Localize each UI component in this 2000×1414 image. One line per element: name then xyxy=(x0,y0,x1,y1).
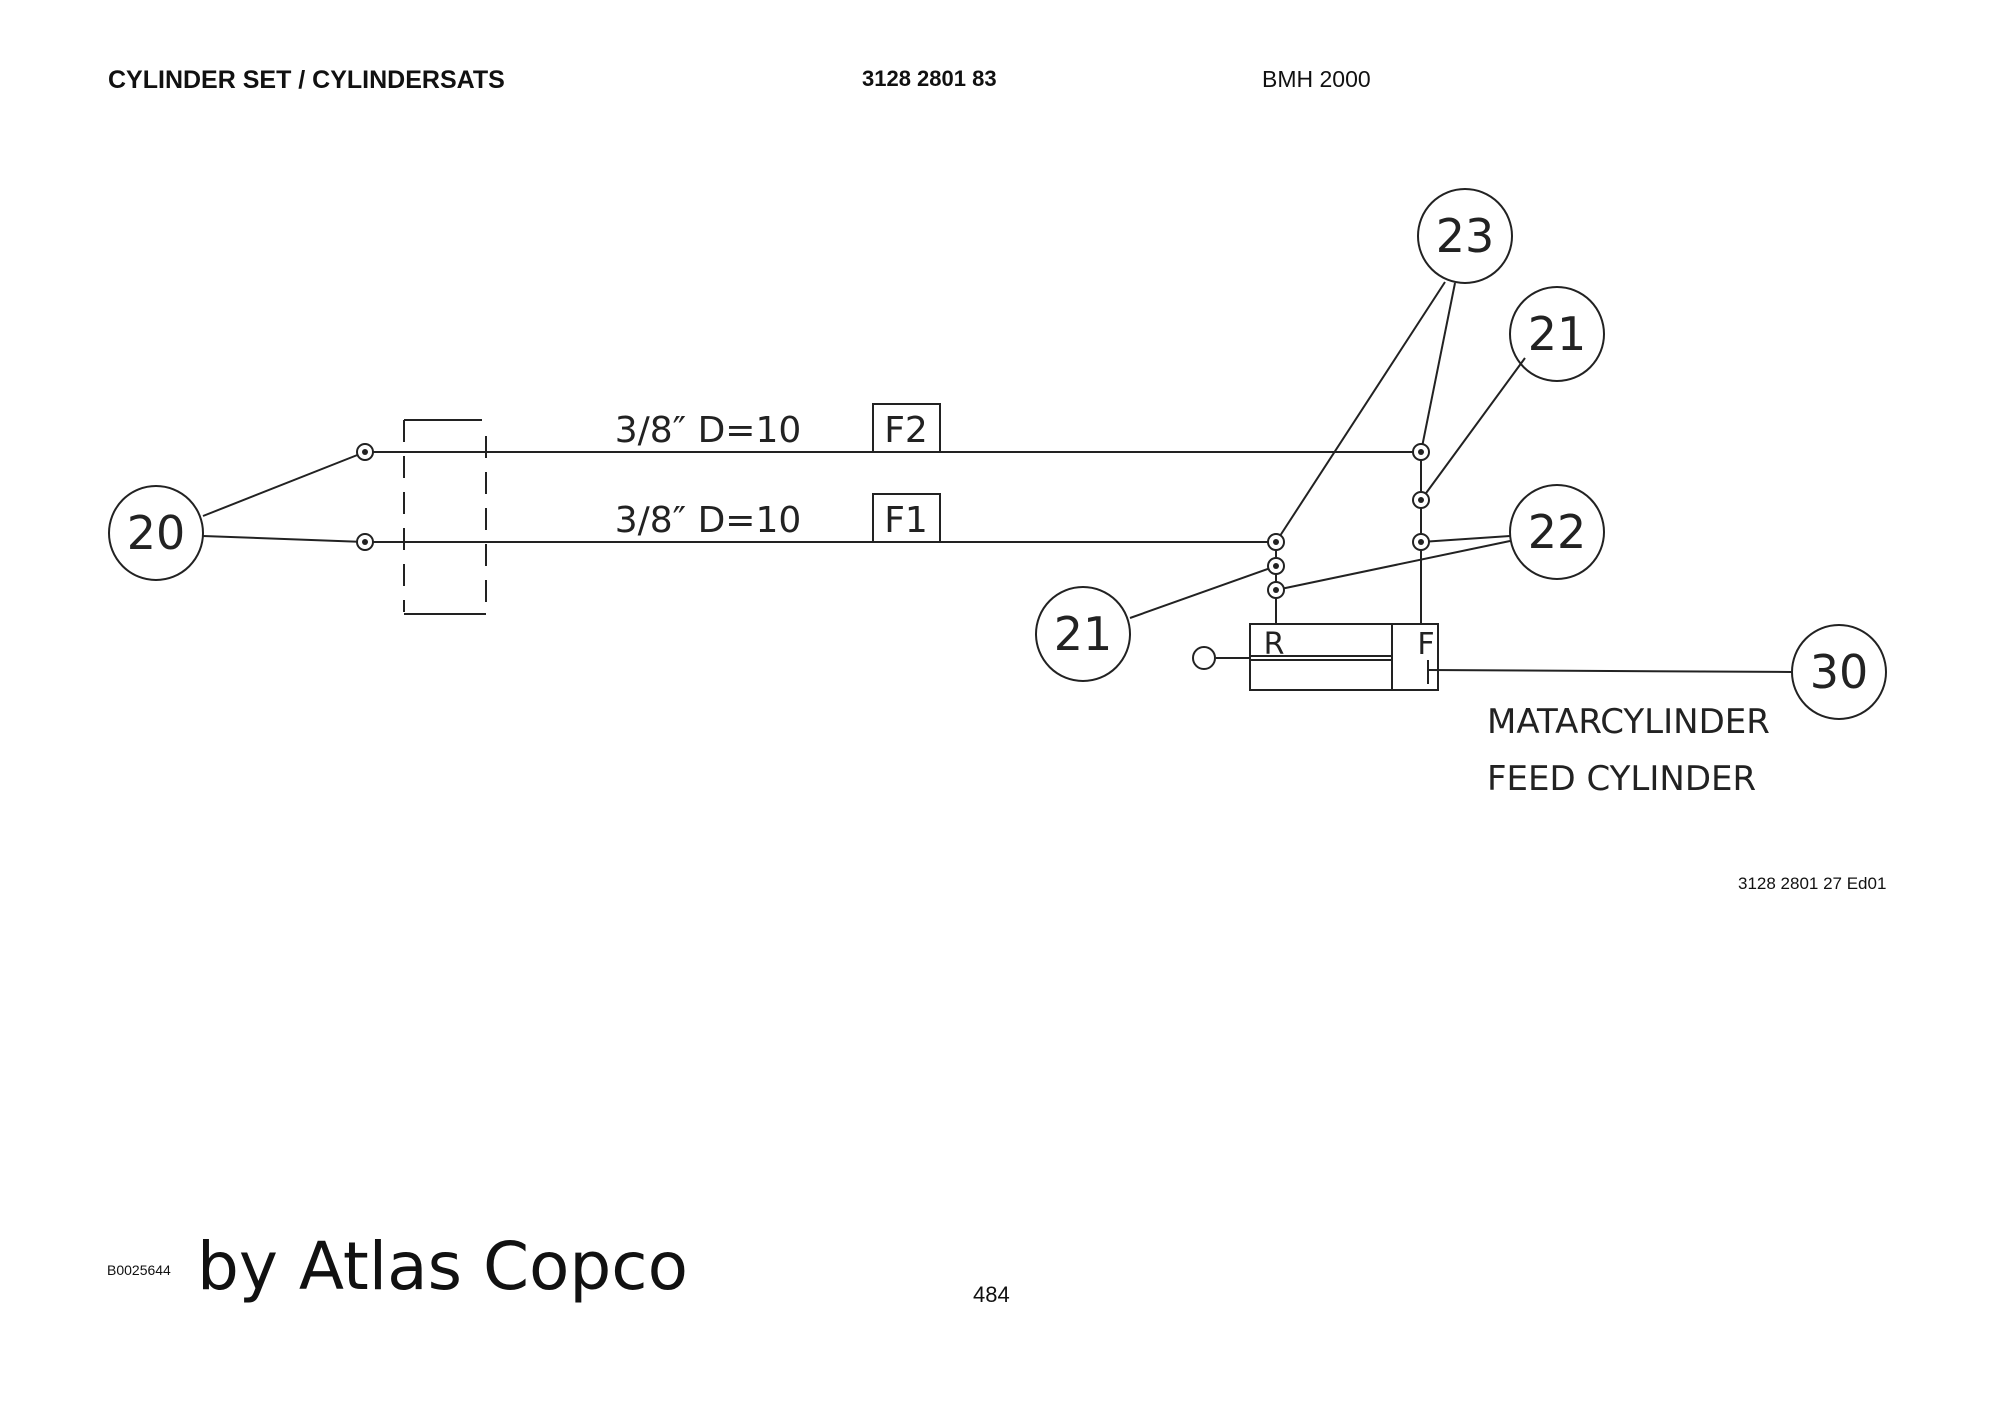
leader-22-upper xyxy=(1420,535,1511,543)
fitting-marker-centers xyxy=(362,449,1424,593)
machine-model: BMH 2000 xyxy=(1262,66,1371,92)
cylinder-port-f: F xyxy=(1417,627,1434,662)
part-number: 3128 2801 83 xyxy=(862,66,997,91)
port-box-f2-label: F2 xyxy=(884,410,928,451)
hose-label-lower: 3/8″ D=10 xyxy=(615,500,802,541)
cylinder-name-swedish: MATARCYLINDER xyxy=(1487,702,1770,742)
port-box-f2 xyxy=(872,403,941,453)
callout-21-top: 21 xyxy=(1528,307,1587,361)
callout-23-circle xyxy=(1417,188,1513,284)
leader-20-lower xyxy=(202,535,366,543)
callout-23: 23 xyxy=(1436,209,1495,263)
callout-20-circle xyxy=(108,485,204,581)
page-title: CYLINDER SET / CYLINDERSATS xyxy=(108,66,505,94)
document-code: B0025644 xyxy=(107,1262,171,1278)
callout-21-bottom-circle xyxy=(1035,586,1131,682)
leader-23-right xyxy=(1420,282,1456,453)
leader-21-top xyxy=(1420,357,1526,501)
hose-label-upper: 3/8″ D=10 xyxy=(615,410,802,451)
drawing-reference: 3128 2801 27 Ed01 xyxy=(1738,874,1887,893)
page-number: 484 xyxy=(973,1282,1010,1307)
brand-text: by Atlas Copco xyxy=(197,1228,688,1305)
port-box-f1 xyxy=(872,493,941,543)
callout-22: 22 xyxy=(1528,505,1587,559)
leader-30 xyxy=(1427,669,1793,673)
leader-22-lower xyxy=(1275,540,1511,591)
leader-23-left xyxy=(1275,281,1446,543)
cylinder-port-r: R xyxy=(1264,627,1285,662)
feed-cylinder xyxy=(1216,623,1439,691)
callout-30-circle xyxy=(1791,624,1887,720)
port-box-f1-label: F1 xyxy=(884,500,928,541)
callout-21-bottom: 21 xyxy=(1054,607,1113,661)
callout-20: 20 xyxy=(127,506,186,560)
leader-20-upper xyxy=(202,451,366,517)
callout-30: 30 xyxy=(1810,645,1869,699)
callout-22-circle xyxy=(1509,484,1605,580)
clamp-bracket xyxy=(403,419,487,615)
cylinder-name-english: FEED CYLINDER xyxy=(1487,759,1756,799)
callout-21-top-circle xyxy=(1509,286,1605,382)
leader-21-bottom xyxy=(1129,565,1277,619)
